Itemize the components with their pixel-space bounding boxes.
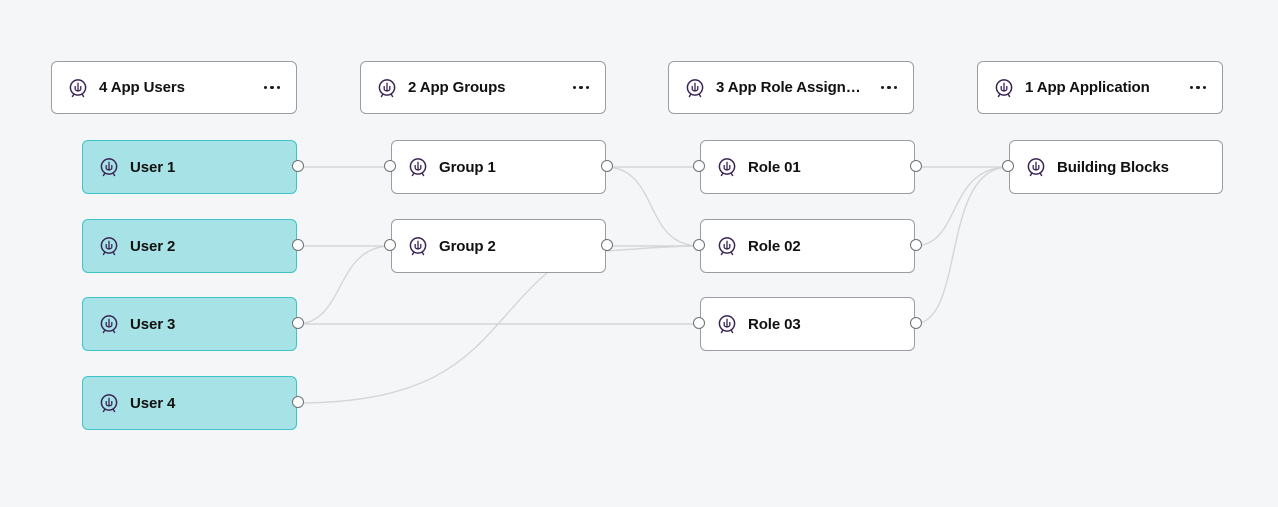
group-node-1[interactable]: Group 1 (384, 140, 613, 194)
role-node-02[interactable]: Role 02 (693, 219, 922, 273)
user-node-1[interactable]: User 1 (82, 140, 304, 194)
group-entity-icon (406, 234, 430, 258)
role-node-01[interactable]: Role 01 (693, 140, 922, 194)
role-entity-icon (715, 234, 739, 258)
node-label: User 3 (130, 315, 176, 333)
column-title: 3 App Role Assignmen... (716, 79, 871, 96)
output-port[interactable] (292, 160, 304, 172)
application-node-building-blocks[interactable]: Building Blocks (1002, 140, 1223, 194)
header-app-users[interactable]: 4 App Users (51, 61, 297, 114)
entity-icon (992, 76, 1016, 100)
edge-user4-group2 (295, 271, 549, 404)
node-label: Group 2 (439, 237, 496, 255)
edge-group1-role02 (604, 166, 701, 247)
edge-role03-building-blocks (913, 166, 1010, 325)
role-entity-icon (715, 155, 739, 179)
user-entity-icon (97, 234, 121, 258)
column-title: 1 App Application (1025, 79, 1150, 96)
more-options-button[interactable] (569, 78, 593, 98)
edge-user3-group2 (295, 245, 392, 325)
node-label: Group 1 (439, 158, 496, 176)
input-port[interactable] (693, 160, 705, 172)
column-title: 2 App Groups (408, 79, 506, 96)
input-port[interactable] (1002, 160, 1014, 172)
node-label: Role 02 (748, 237, 801, 255)
input-port[interactable] (693, 317, 705, 329)
output-port[interactable] (601, 160, 613, 172)
output-port[interactable] (910, 239, 922, 251)
user-entity-icon (97, 391, 121, 415)
entity-icon (683, 76, 707, 100)
node-label: User 1 (130, 158, 176, 176)
input-port[interactable] (384, 160, 396, 172)
role-node-03[interactable]: Role 03 (693, 297, 922, 351)
node-label: User 2 (130, 237, 176, 255)
node-label: Building Blocks (1057, 158, 1169, 176)
header-app-role-assignments[interactable]: 3 App Role Assignmen... (668, 61, 914, 114)
input-port[interactable] (384, 239, 396, 251)
entity-icon (66, 76, 90, 100)
output-port[interactable] (292, 396, 304, 408)
user-node-3[interactable]: User 3 (82, 297, 304, 351)
node-label: Role 03 (748, 315, 801, 333)
user-entity-icon (97, 312, 121, 336)
group-node-2[interactable]: Group 2 (384, 219, 613, 273)
role-entity-icon (715, 312, 739, 336)
more-options-button[interactable] (877, 78, 901, 98)
group-entity-icon (406, 155, 430, 179)
output-port[interactable] (910, 160, 922, 172)
user-node-4[interactable]: User 4 (82, 376, 304, 430)
user-node-2[interactable]: User 2 (82, 219, 304, 273)
node-label: User 4 (130, 394, 176, 412)
output-port[interactable] (292, 239, 304, 251)
node-label: Role 01 (748, 158, 801, 176)
header-app-application[interactable]: 1 App Application (977, 61, 1223, 114)
application-entity-icon (1024, 155, 1048, 179)
edge-group2-role02-b (604, 245, 701, 252)
output-port[interactable] (910, 317, 922, 329)
column-title: 4 App Users (99, 79, 185, 96)
output-port[interactable] (292, 317, 304, 329)
header-app-groups[interactable]: 2 App Groups (360, 61, 606, 114)
edge-role02-building-blocks (913, 166, 1010, 247)
entity-icon (375, 76, 399, 100)
input-port[interactable] (693, 239, 705, 251)
more-options-button[interactable] (260, 78, 284, 98)
more-options-button[interactable] (1186, 78, 1210, 98)
output-port[interactable] (601, 239, 613, 251)
user-entity-icon (97, 155, 121, 179)
